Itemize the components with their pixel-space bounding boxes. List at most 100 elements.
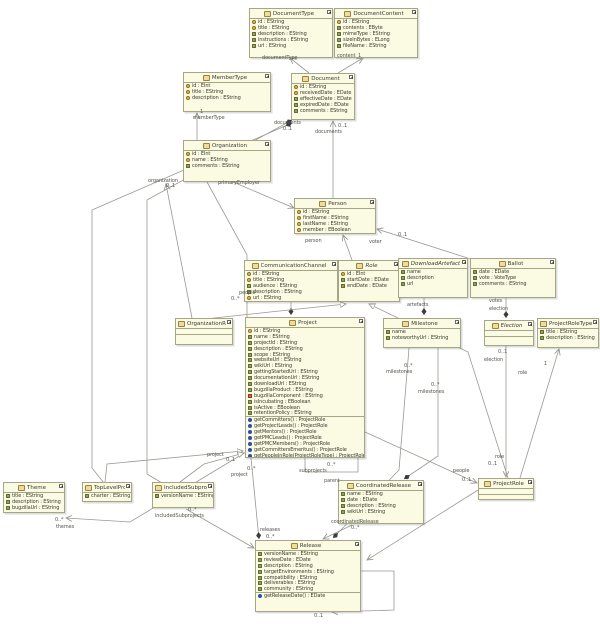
association-edge[interactable] [232, 181, 294, 208]
operation-row[interactable]: description : EString [250, 31, 332, 37]
class-header[interactable]: Role [339, 261, 399, 271]
collapse-widget-icon[interactable] [418, 482, 422, 486]
operation-row[interactable]: noteworthyUrl : EString [384, 335, 460, 341]
collapse-widget-icon[interactable] [265, 74, 269, 78]
edge-label[interactable]: 0..1 [498, 349, 508, 355]
edge-label[interactable]: person [305, 238, 322, 244]
association-edge[interactable] [166, 184, 193, 319]
association-edge[interactable] [377, 229, 481, 263]
class-header[interactable]: Release [256, 541, 360, 551]
association-edge[interactable] [343, 235, 353, 261]
edge-label[interactable]: releases [260, 527, 281, 533]
association-edge[interactable] [304, 458, 359, 473]
edge-label[interactable]: 0..* [247, 466, 256, 472]
operation-row[interactable]: date : EDate [339, 497, 423, 503]
class-project-role[interactable]: ProjectRole [478, 478, 534, 500]
collapse-widget-icon[interactable] [359, 319, 363, 323]
attribute-row[interactable]: name : EString [246, 334, 364, 340]
operation-row[interactable]: comments : EString [184, 163, 270, 169]
operation-row[interactable]: id : EInt [339, 271, 399, 277]
edge-label[interactable]: documents [315, 129, 342, 135]
edge-label[interactable]: 0..1 [398, 232, 408, 238]
collapse-widget-icon[interactable] [227, 320, 231, 324]
collapse-widget-icon[interactable] [550, 260, 554, 264]
edge-label[interactable]: content [337, 53, 356, 59]
class-header[interactable]: Ballot [471, 259, 555, 269]
edge-label[interactable]: milestones [386, 369, 413, 375]
collapse-widget-icon[interactable] [208, 484, 212, 488]
edge-label[interactable]: 1 [358, 53, 362, 59]
operation-row[interactable]: description : EString [245, 289, 337, 295]
association-edge[interactable] [290, 58, 310, 74]
edge-label[interactable]: 0..* [266, 534, 275, 540]
operation-row[interactable]: getCommitters() : ProjectRole [246, 417, 364, 423]
edge-label[interactable]: includedSubprojects [155, 513, 204, 519]
collapse-widget-icon[interactable] [528, 480, 532, 484]
operation-row[interactable]: name [384, 329, 460, 335]
operation-row[interactable]: vote : VoteType [471, 275, 555, 281]
operation-row[interactable]: getPeopleInRole(ProjectRoleType) : Proje… [246, 453, 364, 457]
edge-label[interactable]: primaryEmployer [218, 180, 260, 186]
operation-row[interactable]: id : EInt [184, 83, 270, 89]
collapse-widget-icon[interactable] [349, 75, 353, 79]
operation-row[interactable]: url [399, 281, 467, 287]
class-header[interactable]: OrganizationRole [176, 319, 232, 329]
operation-row[interactable]: id : EString [335, 19, 417, 25]
edge-label[interactable]: 0..* [55, 517, 64, 523]
operation-row[interactable]: description [399, 275, 467, 281]
association-edge[interactable] [323, 524, 353, 539]
class-header[interactable]: CommunicationChannel [245, 261, 337, 271]
collapse-widget-icon[interactable] [455, 320, 459, 324]
operation-row[interactable]: expiredDate : EDate [292, 102, 354, 108]
attribute-row[interactable]: compatibility : EString [256, 575, 360, 580]
class-included-subproject[interactable]: IncludedSubprojectversionName : EString [152, 482, 214, 508]
collapse-widget-icon[interactable] [528, 322, 532, 326]
operation-row[interactable]: getPMCMembers() : ProjectRole [246, 441, 364, 447]
operation-row[interactable]: description : EString [184, 95, 270, 101]
edge-label[interactable]: documentType [262, 55, 298, 61]
association-edge[interactable] [332, 570, 395, 612]
collapse-widget-icon[interactable] [126, 484, 130, 488]
operation-row[interactable]: receivedDate : EDate [292, 90, 354, 96]
association-edge[interactable] [204, 304, 346, 320]
edge-label[interactable]: 0..1 [338, 123, 348, 129]
operation-row[interactable]: id : EString [292, 84, 354, 90]
operation-row[interactable]: name : EString [184, 157, 270, 163]
operation-row[interactable]: audience : EString [245, 283, 337, 289]
operation-row[interactable]: title : EString [4, 493, 64, 499]
class-organization-role[interactable]: OrganizationRole [175, 318, 233, 345]
collapse-widget-icon[interactable] [265, 142, 269, 146]
class-header[interactable]: DocumentContent [335, 9, 417, 19]
attribute-row[interactable]: wikiUrl : EString [246, 363, 364, 369]
operation-row[interactable]: description : EString [538, 335, 598, 341]
operation-row[interactable]: comments : EString [292, 108, 354, 113]
edge-label[interactable]: 0..1 [283, 126, 293, 132]
operation-row[interactable]: name [399, 269, 467, 275]
operation-row[interactable]: id : EString [295, 209, 375, 215]
class-header[interactable]: MemberType [184, 73, 270, 83]
edge-label[interactable]: role [495, 454, 505, 460]
operation-row[interactable]: startDate : EDate [339, 277, 399, 283]
operation-row[interactable]: fileName : EString [335, 43, 417, 48]
edge-label[interactable]: parent [324, 478, 340, 484]
collapse-widget-icon[interactable] [593, 320, 597, 324]
edge-label[interactable]: milestones [418, 389, 445, 395]
association-edge[interactable] [519, 349, 559, 479]
class-header[interactable]: Milestone [384, 319, 460, 329]
operation-row[interactable]: sizeInBytes : ELong [335, 37, 417, 43]
association-edge[interactable] [66, 451, 247, 523]
edge-label[interactable]: election [489, 306, 509, 312]
operation-row[interactable]: effectiveDate : EDate [292, 96, 354, 102]
collapse-widget-icon[interactable] [59, 484, 63, 488]
attribute-row[interactable]: description : EString [256, 563, 360, 569]
edge-label[interactable]: organization [148, 178, 178, 184]
edge-label[interactable]: project [231, 472, 248, 478]
edge-label[interactable]: election [484, 357, 504, 363]
edge-label[interactable]: 0..1 [314, 613, 324, 619]
class-election[interactable]: Election [484, 320, 534, 346]
collapse-widget-icon[interactable] [332, 262, 336, 266]
